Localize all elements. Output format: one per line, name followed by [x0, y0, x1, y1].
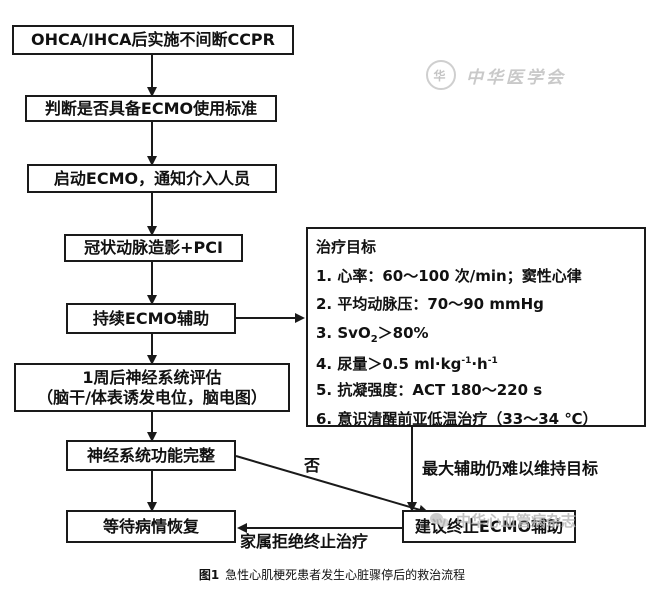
goal-urine-h: ·h [471, 355, 488, 374]
arrow-step7-stop [235, 455, 429, 515]
step-start-ecmo: 启动ECMO，通知介入人员 [27, 164, 277, 193]
step-start-ecmo-text: 启动ECMO，通知介入人员 [53, 168, 251, 188]
goal-anticoagulation: 5. 抗凝强度：ACT 180～220 s [316, 380, 543, 399]
seal-icon: 华 [426, 60, 456, 90]
step-continue-ecmo-text: 持续ECMO辅助 [92, 308, 210, 328]
figure-caption-text: 急性心肌梗死患者发生心脏骤停后的救治流程 [225, 568, 466, 582]
edge-label-hard-to-maintain: 最大辅助仍难以维持目标 [422, 459, 599, 478]
step-ccpr-text: OHCA/IHCA后实施不间断CCPR [31, 30, 275, 50]
step-neuro-assessment-line2: （脑干/体表诱发电位，脑电图） [37, 387, 267, 407]
step-await-recovery-text: 等待病情恢复 [102, 516, 199, 536]
goal-svo2-value: ＞80% [377, 323, 429, 342]
watermark-top: 华 中华医学会 [426, 60, 566, 90]
watermark-bottom-text: 中华心血管病杂志 [456, 512, 577, 530]
step-ccpr: OHCA/IHCA后实施不间断CCPR [12, 25, 294, 55]
step-ecmo-criteria: 判断是否具备ECMO使用标准 [25, 95, 277, 122]
treatment-goals-title: 治疗目标 [316, 238, 377, 256]
step-await-recovery: 等待病情恢复 [66, 510, 236, 543]
step-neuro-intact-text: 神经系统功能完整 [86, 445, 215, 465]
goal-urine-label: 4. 尿量＞0.5 ml·kg [316, 355, 462, 374]
goal-heart-rate: 1. 心率：60～100 次/min；窦性心律 [316, 266, 582, 285]
edge-label-family-refuses: 家属拒绝终止治疗 [240, 532, 369, 551]
figure-caption: 图1 急性心肌梗死患者发生心脏骤停后的救治流程 [0, 566, 664, 583]
goal-map: 2. 平均动脉压：70～90 mmHg [316, 295, 544, 314]
wechat-icon [430, 512, 450, 529]
step-angiography-pci: 冠状动脉造影+PCI [64, 234, 243, 262]
watermark-bottom: 中华心血管病杂志 [430, 510, 576, 531]
step-ecmo-criteria-text: 判断是否具备ECMO使用标准 [44, 98, 258, 118]
figure-number: 图1 [198, 568, 220, 582]
step-neuro-assessment: 1周后神经系统评估 （脑干/体表诱发电位，脑电图） [14, 363, 290, 412]
step-stop-ecmo-text: 建议终止ECMO辅助 [414, 516, 564, 536]
goal-svo2: 3. SvO2＞80% [316, 319, 638, 348]
step-angiography-pci-text: 冠状动脉造影+PCI [84, 238, 223, 258]
watermark-top-text: 中华医学会 [466, 67, 566, 88]
goal-urine-sup2: -1 [487, 356, 498, 367]
goal-urine-sup1: -1 [461, 356, 472, 367]
step-continue-ecmo: 持续ECMO辅助 [66, 303, 236, 334]
goal-svo2-subscript: 2 [370, 333, 378, 345]
step-neuro-assessment-line1: 1周后神经系统评估 [82, 368, 222, 388]
goal-hypothermia: 6. 意识清醒前亚低温治疗（33～34 ℃） [316, 409, 598, 428]
step-neuro-intact: 神经系统功能完整 [66, 440, 236, 471]
treatment-goals-box: 治疗目标 1. 心率：60～100 次/min；窦性心律 2. 平均动脉压：70… [306, 227, 646, 428]
edge-label-no: 否 [304, 456, 321, 475]
goal-urine: 4. 尿量＞0.5 ml·kg-1·h-1 [316, 347, 638, 376]
goal-svo2-label: 3. SvO [316, 323, 371, 342]
